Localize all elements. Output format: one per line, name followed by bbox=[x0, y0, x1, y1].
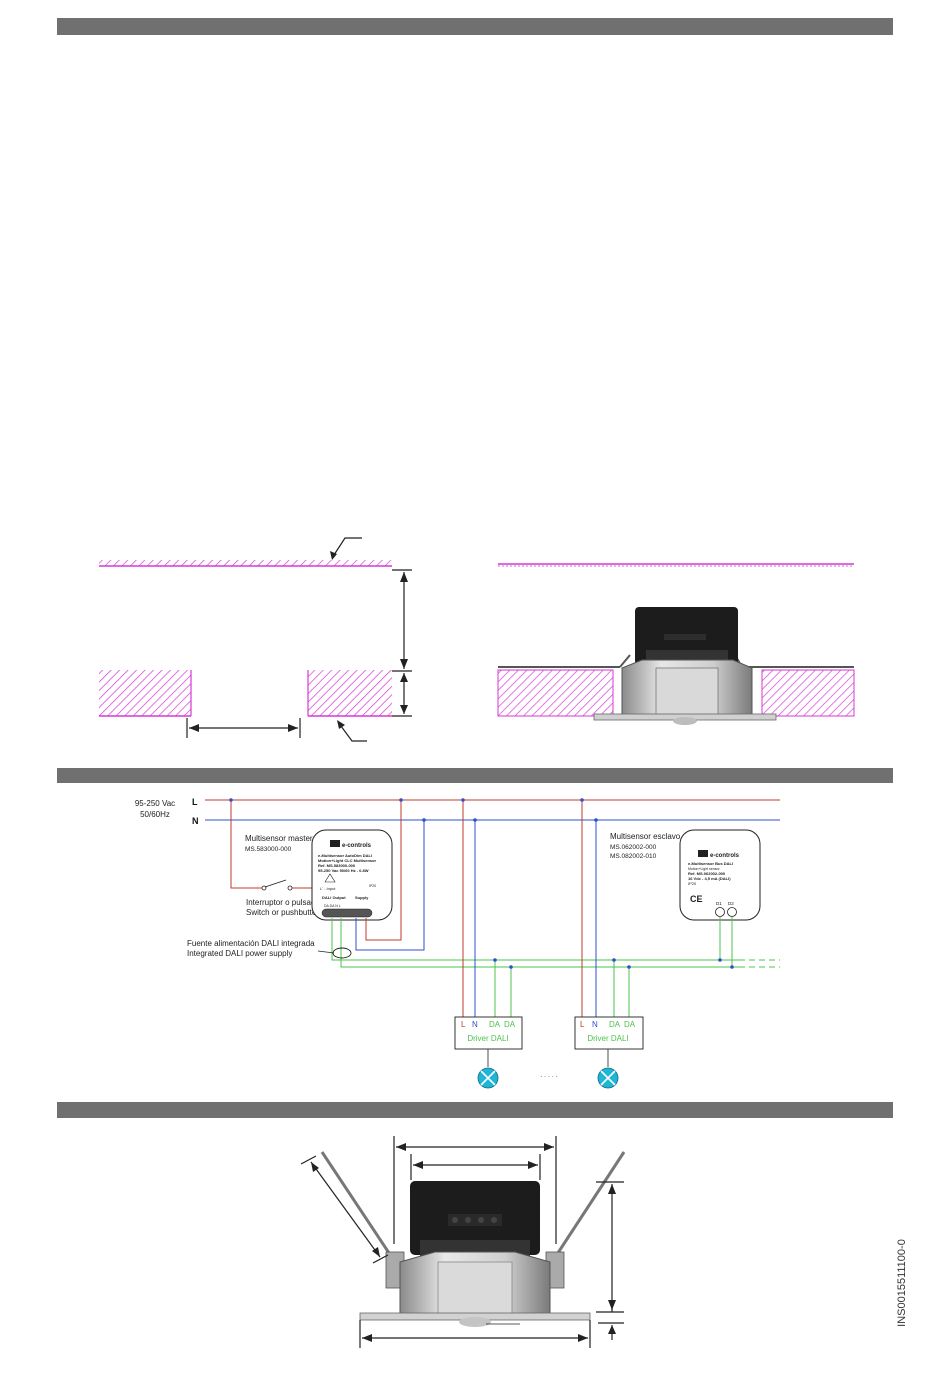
dimension-hole-width bbox=[186, 718, 301, 738]
driver-1-term-DA1: DA bbox=[489, 1020, 501, 1029]
driver-2: L N DA DA Driver DALI bbox=[574, 1016, 644, 1050]
slave-ce-mark: CE bbox=[690, 894, 703, 904]
master-line1: e-Multisensor AutoDim DALI bbox=[318, 853, 372, 858]
section-bar-3 bbox=[57, 1102, 893, 1118]
driver-2-term-N: N bbox=[592, 1020, 598, 1029]
switch-label-en: Switch or pushbutton bbox=[246, 908, 321, 917]
slave-line1: e-Multisensor Bus DALI bbox=[688, 861, 733, 866]
switch-wiring bbox=[230, 800, 317, 889]
switch-icon bbox=[261, 879, 293, 891]
dimensions-diagram bbox=[300, 1136, 626, 1348]
slave-ref-2: MS.082002-010 bbox=[610, 853, 657, 860]
section-bar-1 bbox=[57, 18, 893, 35]
slave-d1-label: D1 bbox=[716, 901, 722, 906]
driver-2-term-L: L bbox=[580, 1020, 585, 1029]
dimension-flange-width bbox=[359, 1320, 591, 1348]
driver-1-term-DA2: DA bbox=[504, 1020, 516, 1029]
driver-1-label: Driver DALI bbox=[467, 1034, 508, 1043]
master-line2: Motion+Light CLC Multisensor bbox=[318, 858, 377, 863]
driver-2-term-DA2: DA bbox=[624, 1020, 636, 1029]
dimension-top-width bbox=[410, 1154, 541, 1180]
supply-frequency-label: 50/60Hz bbox=[140, 810, 170, 819]
section-bar-2 bbox=[57, 768, 893, 783]
lamp-2-icon bbox=[597, 1067, 619, 1089]
slave-d2-label: D2 bbox=[728, 901, 734, 906]
dimension-body-width bbox=[393, 1136, 557, 1244]
driver-1-wiring bbox=[462, 800, 512, 1017]
slave-ip: IP20 bbox=[688, 881, 697, 886]
master-ref: MS.583000-000 bbox=[245, 846, 292, 853]
switch-label-es: Interruptor o pulsador bbox=[246, 898, 323, 907]
master-brand: e-controls bbox=[342, 843, 372, 849]
document-code: INS0015511100-0 bbox=[896, 1239, 908, 1327]
master-line3: Ref. MS.583000-000 bbox=[318, 863, 356, 868]
false-ceiling-right bbox=[497, 669, 855, 717]
wiring-diagram: 95-250 Vac 50/60Hz L N Interruptor o pul… bbox=[135, 797, 780, 1089]
master-terms: DA DA N L bbox=[324, 904, 341, 908]
spring-clip-right bbox=[550, 1151, 626, 1263]
slave-brand: e-controls bbox=[710, 853, 740, 859]
master-device: e-controls e-Multisensor AutoDim DALI Mo… bbox=[311, 829, 393, 921]
master-neutral-wire bbox=[355, 820, 425, 951]
leader-arrow-false-ceiling bbox=[337, 721, 367, 742]
false-ceiling-left bbox=[99, 670, 392, 717]
line-N-label: N bbox=[192, 816, 199, 826]
master-ip: IP20 bbox=[369, 884, 376, 888]
master-live-wire bbox=[365, 800, 402, 941]
master-supply: Supply bbox=[355, 895, 369, 900]
lamp-1-icon bbox=[477, 1067, 499, 1089]
driver-1-term-L: L bbox=[461, 1020, 466, 1029]
driver-2-term-DA1: DA bbox=[609, 1020, 621, 1029]
slave-title: Multisensor esclavo bbox=[610, 832, 681, 841]
more-drivers-dots: . . . . . bbox=[540, 1072, 558, 1079]
master-output: DALI Output bbox=[322, 895, 346, 900]
ceiling-line-right bbox=[498, 563, 854, 567]
dimension-vertical-left bbox=[392, 569, 412, 717]
supply-voltage-label: 95-250 Vac bbox=[135, 799, 175, 808]
warning-icon bbox=[324, 873, 336, 883]
slave-device: e-controls e-Multisensor Bus DALI Motion… bbox=[679, 829, 761, 921]
slave-line3: Ref. MS.062002-000 bbox=[688, 871, 726, 876]
master-input: L' - Input bbox=[320, 886, 336, 891]
sensor-installed bbox=[498, 607, 854, 725]
psu-marker bbox=[332, 947, 352, 959]
leader-arrow-ceiling bbox=[331, 537, 362, 559]
dali-bus-1 bbox=[331, 918, 780, 961]
slave-ref-1: MS.062002-000 bbox=[610, 844, 657, 851]
driver-2-wiring bbox=[581, 800, 630, 1017]
driver-1: L N DA DA Driver DALI bbox=[454, 1016, 523, 1050]
master-terminal-block bbox=[321, 908, 373, 918]
installation-diagram bbox=[99, 537, 855, 742]
master-line4: 95-250 Vac 50/60 Hz - 0.8W bbox=[318, 868, 369, 873]
driver-2-label: Driver DALI bbox=[587, 1034, 628, 1043]
spring-clip-left bbox=[320, 1151, 397, 1263]
ceiling-slab-left bbox=[99, 560, 392, 567]
line-L-label: L bbox=[192, 797, 198, 807]
psu-label-es: Fuente alimentación DALI integrada bbox=[187, 939, 315, 948]
dali-bus-2 bbox=[340, 918, 780, 968]
driver-1-term-N: N bbox=[472, 1020, 478, 1029]
psu-label-en: Integrated DALI power supply bbox=[187, 949, 292, 958]
sensor-side-view bbox=[359, 1181, 591, 1327]
slave-line4: 16 Vdc - 4,5 mA (DALI) bbox=[688, 876, 731, 881]
dimension-height bbox=[596, 1181, 624, 1340]
dimension-clip-length bbox=[300, 1155, 389, 1264]
slave-line2: Motion+Light sensor bbox=[688, 867, 720, 871]
master-title: Multisensor master bbox=[245, 834, 313, 843]
